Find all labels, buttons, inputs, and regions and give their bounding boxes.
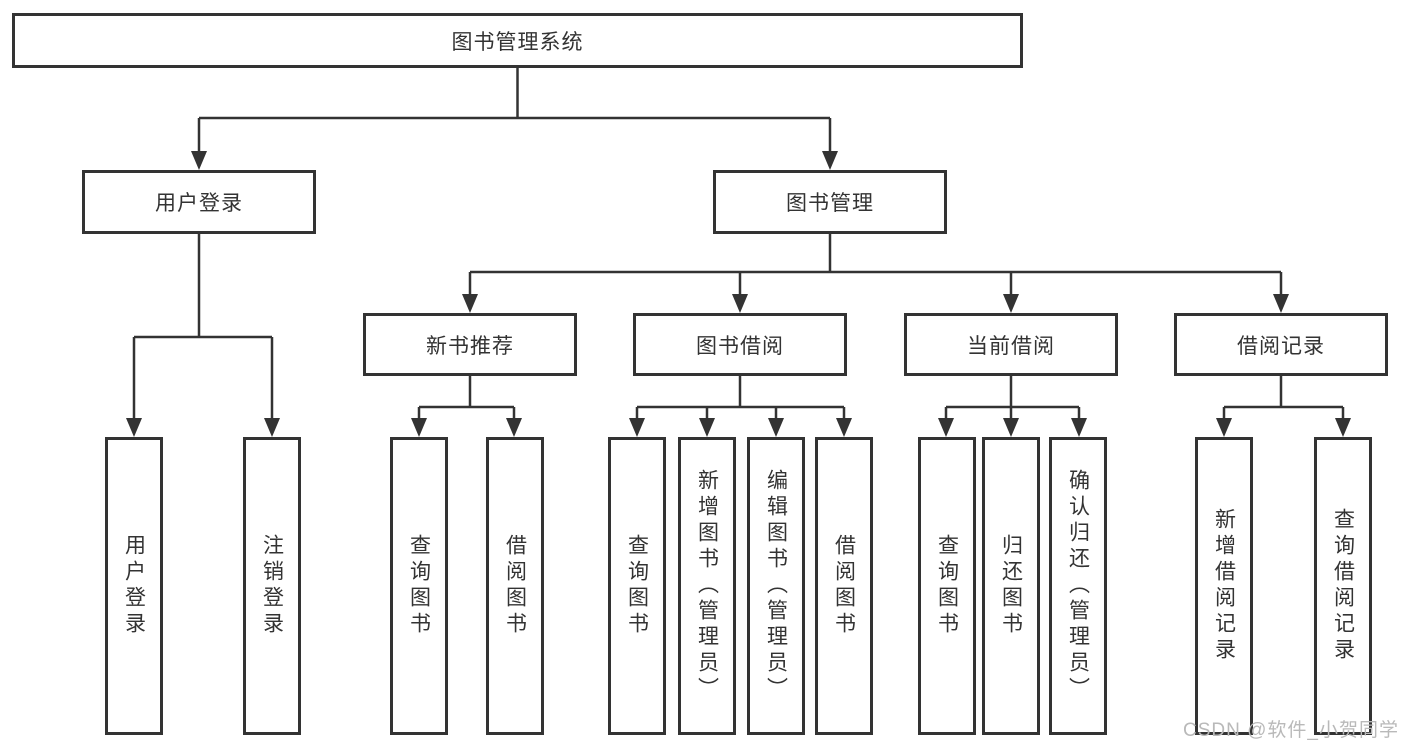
leaf-label: 用户登录	[122, 534, 146, 638]
node-label: 新书推荐	[426, 334, 514, 358]
leaf-label: 查询图书	[625, 534, 649, 638]
node-label: 图书管理	[786, 192, 874, 215]
leaf-label: 新增图书（管理员）	[695, 469, 719, 703]
leaf-label: 查询图书	[407, 534, 431, 638]
node-current-borrowing: 当前借阅	[904, 313, 1118, 376]
leaf-label: 编辑图书（管理员）	[764, 469, 788, 703]
connector-borrow-record-to-leaves	[1216, 376, 1351, 437]
connector-book-borrow-to-leaves	[629, 376, 852, 437]
node-label: 借阅记录	[1237, 334, 1325, 358]
leaf-label: 借阅图书	[503, 534, 527, 638]
leaf-bb-add-book-admin: 新增图书（管理员）	[678, 437, 736, 735]
leaf-br-query-borrow-record: 查询借阅记录	[1314, 437, 1372, 735]
leaf-label: 确认归还（管理员）	[1066, 469, 1090, 703]
node-label: 图书借阅	[696, 334, 784, 358]
leaf-bb-borrow-books: 借阅图书	[815, 437, 873, 735]
leaf-bb-query-books: 查询图书	[608, 437, 666, 735]
leaf-cb-query-books: 查询图书	[918, 437, 976, 735]
leaf-user-login: 用户登录	[105, 437, 163, 735]
leaf-label: 借阅图书	[832, 534, 856, 638]
node-book-borrowing: 图书借阅	[633, 313, 847, 376]
node-new-book-recommendation: 新书推荐	[363, 313, 577, 376]
connector-user-login-to-leaves	[126, 234, 280, 437]
leaf-cb-confirm-return-admin: 确认归还（管理员）	[1049, 437, 1107, 735]
node-borrowing-records: 借阅记录	[1174, 313, 1388, 376]
leaf-label: 新增借阅记录	[1212, 508, 1236, 664]
node-book-management: 图书管理	[713, 170, 947, 234]
node-label: 用户登录	[155, 192, 243, 215]
node-library-management-system: 图书管理系统	[12, 13, 1023, 68]
connector-root-to-level2	[191, 68, 838, 170]
leaf-label: 查询图书	[935, 534, 959, 638]
leaf-label: 归还图书	[999, 534, 1023, 638]
connector-new-book-to-leaves	[411, 376, 522, 437]
connector-current-borrow-to-leaves	[938, 376, 1087, 437]
node-label: 图书管理系统	[451, 30, 584, 54]
leaf-cb-return-books: 归还图书	[982, 437, 1040, 735]
leaf-label: 查询借阅记录	[1331, 508, 1355, 664]
leaf-nb-borrow-books: 借阅图书	[486, 437, 544, 735]
leaf-bb-edit-book-admin: 编辑图书（管理员）	[747, 437, 805, 735]
leaf-nb-query-books: 查询图书	[390, 437, 448, 735]
connector-book-mgmt-to-level3	[462, 234, 1289, 313]
leaf-br-add-borrow-record: 新增借阅记录	[1195, 437, 1253, 735]
node-user-login: 用户登录	[82, 170, 316, 234]
node-label: 当前借阅	[967, 334, 1055, 358]
watermark-text: CSDN @软件_小贺同学	[1183, 720, 1399, 741]
leaf-logout-login: 注销登录	[243, 437, 301, 735]
leaf-label: 注销登录	[260, 534, 284, 638]
